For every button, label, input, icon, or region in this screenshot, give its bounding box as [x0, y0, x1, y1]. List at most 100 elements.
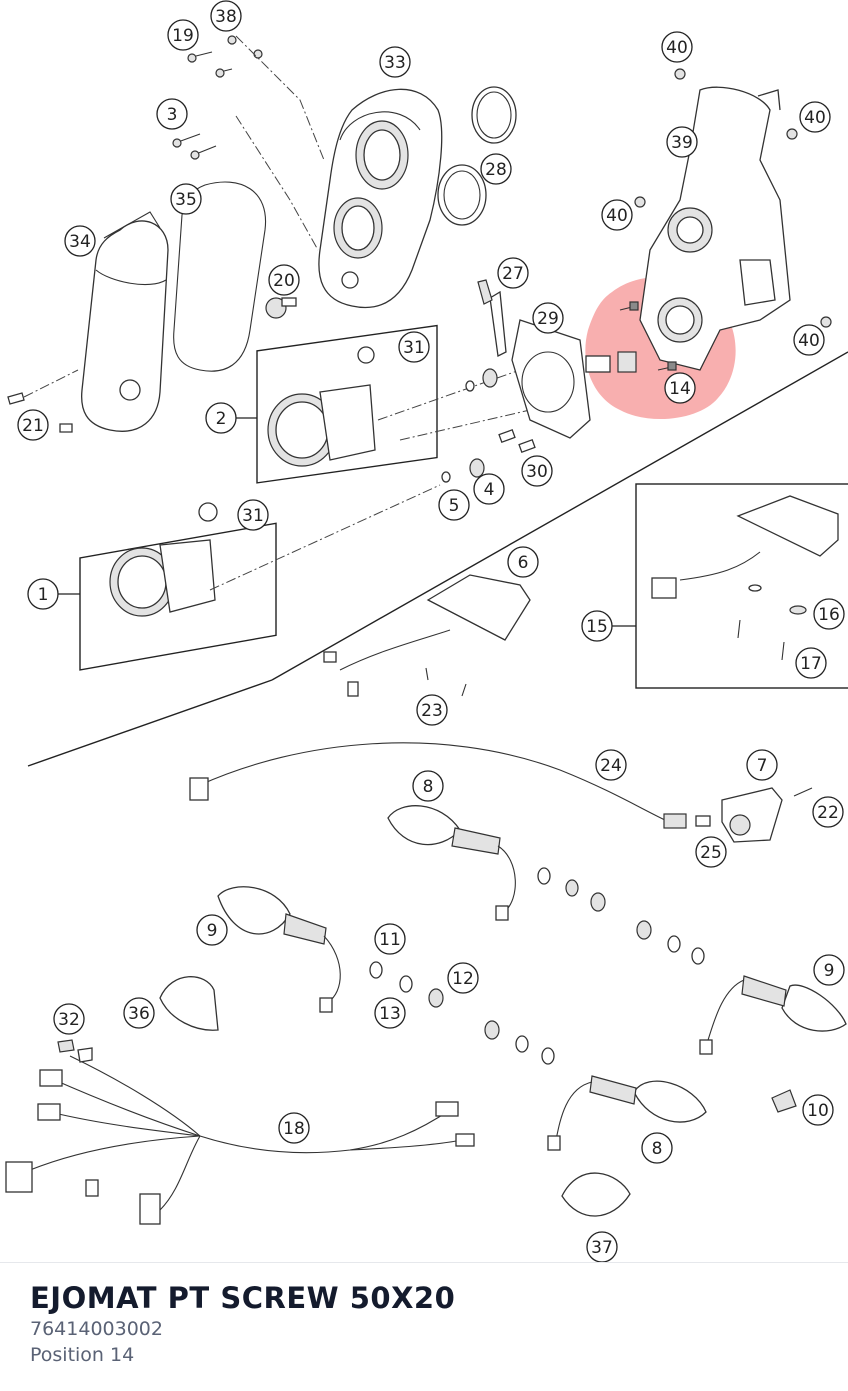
- callout-label: 21: [22, 416, 44, 436]
- headlight-unit-2[interactable]: [267, 346, 376, 467]
- callout-9[interactable]: 9: [813, 954, 845, 986]
- callout-17[interactable]: 17: [795, 647, 827, 679]
- callout-label: 19: [172, 26, 194, 46]
- callout-6[interactable]: 6: [507, 546, 539, 578]
- callout-circle: [813, 598, 845, 630]
- callout-34[interactable]: 34: [64, 225, 96, 257]
- callout-circle: [278, 1112, 310, 1144]
- callout-16[interactable]: 16: [813, 598, 845, 630]
- bushing-4: [469, 458, 485, 478]
- callout-label: 1: [38, 585, 49, 605]
- callout-40[interactable]: 40: [793, 324, 825, 356]
- callout-circle: [379, 46, 411, 78]
- callout-3[interactable]: 3: [156, 98, 188, 130]
- callout-label: 8: [423, 777, 434, 797]
- lens-37: [561, 1172, 631, 1217]
- callout-31[interactable]: 31: [398, 331, 430, 363]
- callout-circle: [586, 1231, 618, 1262]
- callout-1[interactable]: 1: [27, 578, 59, 610]
- callout-circle: [210, 0, 242, 32]
- frame-bracket-39[interactable]: [639, 86, 791, 371]
- tail-light-6[interactable]: [323, 574, 531, 697]
- callout-39[interactable]: 39: [666, 126, 698, 158]
- callout-2[interactable]: 2: [205, 402, 237, 434]
- callout-37[interactable]: 37: [586, 1231, 618, 1262]
- callout-29[interactable]: 29: [532, 302, 564, 334]
- callout-23[interactable]: 23: [416, 694, 448, 726]
- callout-circle: [813, 954, 845, 986]
- callout-8[interactable]: 8: [412, 770, 444, 802]
- headlight-housing-33[interactable]: [318, 88, 443, 309]
- callout-13[interactable]: 13: [374, 997, 406, 1029]
- callout-19[interactable]: 19: [167, 19, 199, 51]
- callout-circle: [521, 455, 553, 487]
- callout-40[interactable]: 40: [799, 101, 831, 133]
- turn-signal-8-upper[interactable]: [387, 805, 516, 921]
- wiring-harness-18[interactable]: [5, 1055, 475, 1225]
- callout-label: 16: [818, 605, 840, 625]
- callout-20[interactable]: 20: [268, 264, 300, 296]
- clip-27: [477, 279, 493, 305]
- callout-7[interactable]: 7: [746, 749, 778, 781]
- callout-circle: [27, 578, 59, 610]
- callout-label: 5: [449, 496, 460, 516]
- bracket-29[interactable]: [489, 290, 591, 439]
- callout-40[interactable]: 40: [601, 199, 633, 231]
- callout-21[interactable]: 21: [17, 409, 49, 441]
- turn-signal-9-right[interactable]: [699, 975, 847, 1055]
- bulb-20: [265, 297, 297, 319]
- callout-4[interactable]: 4: [473, 473, 505, 505]
- callout-8[interactable]: 8: [641, 1132, 673, 1164]
- callout-40[interactable]: 40: [661, 31, 693, 63]
- callout-circle: [17, 409, 49, 441]
- callout-label: 33: [384, 53, 406, 73]
- callout-22[interactable]: 22: [812, 796, 844, 828]
- callout-31[interactable]: 31: [237, 499, 269, 531]
- callout-label: 31: [403, 338, 425, 358]
- callout-38[interactable]: 38: [210, 0, 242, 32]
- license-plate-light-7[interactable]: [721, 787, 783, 843]
- callout-circle: [473, 473, 505, 505]
- callout-18[interactable]: 18: [278, 1112, 310, 1144]
- callout-label: 39: [671, 133, 693, 153]
- callout-circle: [799, 101, 831, 133]
- callout-label: 15: [586, 617, 608, 637]
- turn-signal-8-lower[interactable]: [547, 1075, 707, 1151]
- turn-signal-9-left[interactable]: [217, 886, 341, 1013]
- callout-label: 23: [421, 701, 443, 721]
- headlight-cover-34[interactable]: [80, 211, 169, 432]
- callout-11[interactable]: 11: [374, 923, 406, 955]
- callout-33[interactable]: 33: [379, 46, 411, 78]
- callout-circle: [196, 914, 228, 946]
- callout-24[interactable]: 24: [595, 749, 627, 781]
- callout-circle: [664, 372, 696, 404]
- callout-28[interactable]: 28: [480, 153, 512, 185]
- callout-circle: [374, 923, 406, 955]
- callout-9[interactable]: 9: [196, 914, 228, 946]
- callout-30[interactable]: 30: [521, 455, 553, 487]
- callout-35[interactable]: 35: [170, 183, 202, 215]
- callout-label: 7: [757, 756, 768, 776]
- callout-5[interactable]: 5: [438, 489, 470, 521]
- callout-circle: [412, 770, 444, 802]
- callout-36[interactable]: 36: [123, 997, 155, 1029]
- fog-light-unit-1[interactable]: [109, 502, 218, 617]
- callout-25[interactable]: 25: [695, 836, 727, 868]
- callout-14[interactable]: 14: [664, 372, 696, 404]
- assembly-frame-15: [635, 483, 848, 689]
- callout-27[interactable]: 27: [497, 257, 529, 289]
- callout-32[interactable]: 32: [53, 1003, 85, 1035]
- divider-line-upper: [271, 351, 848, 681]
- cable-24: [199, 742, 666, 821]
- callout-circle: [507, 546, 539, 578]
- callout-label: 25: [700, 843, 722, 863]
- callout-10[interactable]: 10: [802, 1094, 834, 1126]
- callout-circle: [532, 302, 564, 334]
- callout-label: 24: [600, 756, 622, 776]
- callout-12[interactable]: 12: [447, 962, 479, 994]
- tail-light-unit-15[interactable]: [651, 495, 839, 599]
- ejomat-pt-screw-14[interactable]: [619, 301, 677, 371]
- callout-circle: [746, 749, 778, 781]
- callout-circle: [447, 962, 479, 994]
- callout-15[interactable]: 15: [581, 610, 613, 642]
